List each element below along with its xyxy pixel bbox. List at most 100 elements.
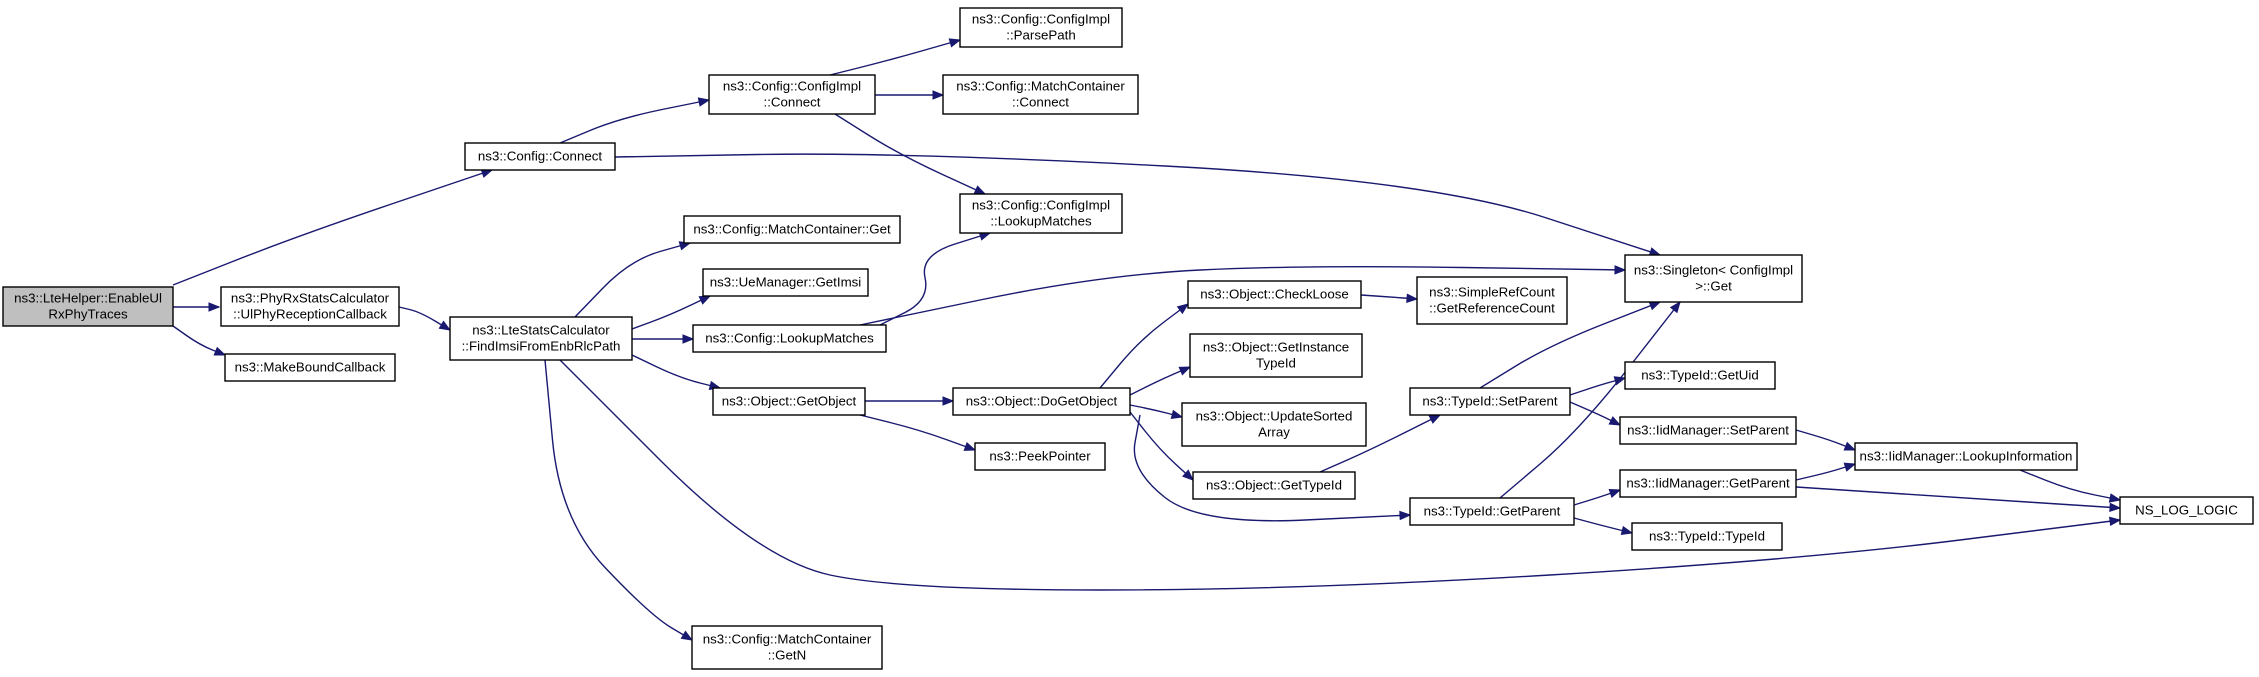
node-n15[interactable]: NS_LOG_LOGIC [2119,496,2254,525]
node-n14[interactable]: ns3::Config::MatchContainer::GetN [691,625,883,670]
node-box[interactable] [959,7,1123,48]
node-box[interactable] [952,387,1131,416]
node-box[interactable] [708,74,876,115]
arrow-head [1428,414,1442,424]
node-label: ns3::Config::MatchContainer [956,79,1125,94]
edge-n16-n21 [1129,411,1194,481]
node-box[interactable] [1409,497,1575,526]
node-n26[interactable]: ns3::IidManager::SetParent [1619,416,1797,445]
edge-n9-n12 [632,334,695,344]
node-n6[interactable]: ns3::Config::ConfigImpl::ParsePath [959,7,1123,48]
node-box[interactable] [1631,522,1783,551]
node-box[interactable] [1854,442,2078,471]
node-n4[interactable]: ns3::Config::ConfigImpl::Connect [708,74,876,115]
edge-n24-n25 [1569,376,1627,396]
node-box[interactable] [1181,402,1367,447]
node-box[interactable] [1187,280,1362,309]
node-box[interactable] [702,268,869,297]
node-box[interactable] [1409,387,1571,416]
arrow-head [1406,293,1419,303]
node-n8[interactable]: ns3::Config::ConfigImpl::LookupMatches [959,193,1123,234]
node-label: RxPhyTraces [48,307,128,322]
node-box[interactable] [2,286,174,327]
node-n3[interactable]: ns3::MakeBoundCallback [224,353,396,382]
node-n27[interactable]: ns3::IidManager::GetParent [1619,469,1797,498]
node-n13[interactable]: ns3::Object::GetObject [712,387,866,416]
arrow-head [1608,416,1622,426]
node-n5[interactable]: ns3::Singleton< ConfigImpl >::Get [1624,254,1803,303]
edge-line [834,113,986,195]
arrow-head [680,630,694,641]
node-n22[interactable]: ns3::TypeId::GetParent [1409,497,1575,526]
node-n10[interactable]: ns3::Config::MatchContainer::Get [683,215,901,244]
node-box[interactable] [974,442,1106,471]
node-box[interactable] [220,286,400,327]
node-box[interactable] [712,387,866,416]
node-n18[interactable]: ns3::Object::CheckLoose [1187,280,1362,309]
edge-line [172,169,493,286]
arrow-head [208,302,221,312]
node-box[interactable] [224,353,396,382]
edge-n16-n22 [1133,414,1412,522]
node-box[interactable] [2119,496,2254,525]
node-label: ns3::Config::ConfigImpl [972,12,1110,27]
edge-line [1795,486,2121,509]
arrow-head [1608,488,1622,498]
edge-line [2019,469,2121,501]
node-box[interactable] [959,193,1123,234]
node-n25[interactable]: ns3::TypeId::GetUid [1624,361,1776,390]
node-box[interactable] [1619,416,1797,445]
node-label: ns3::Object::CheckLoose [1200,287,1349,302]
node-label: ns3::Object::DoGetObject [966,394,1118,409]
edge-n9-n13 [631,354,722,391]
node-n16[interactable]: ns3::Object::DoGetObject [952,387,1131,416]
node-n21[interactable]: ns3::Object::GetTypeId [1192,471,1356,500]
node-layer: ns3::LteHelper::EnableUlRxPhyTracesns3::… [2,7,2254,670]
node-label: ns3::UeManager::GetImsi [710,275,862,290]
node-n1[interactable]: ns3::Config::Connect [464,142,616,171]
arrow-head [698,295,712,305]
edge-n4-n6 [829,38,962,76]
node-n2[interactable]: ns3::PhyRxStatsCalculator::UlPhyReceptio… [220,286,400,327]
node-n24[interactable]: ns3::TypeId::SetParent [1409,387,1571,416]
edge-n26-n29 [1795,429,1857,451]
node-box[interactable] [1624,361,1776,390]
node-n9[interactable]: ns3::LteStatsCalculator::FindImsiFromEnb… [449,316,633,361]
node-n17[interactable]: ns3::PeekPointer [974,442,1106,471]
edge-n12-n8 [879,231,992,326]
node-label: ns3::TypeId::GetParent [1424,504,1561,519]
node-box[interactable] [1619,469,1797,498]
node-label: ns3::TypeId::GetUid [1641,368,1759,383]
node-box[interactable] [942,74,1139,115]
arrow-head [682,334,695,344]
edge-line [829,39,961,76]
node-n7[interactable]: ns3::Config::MatchContainer::Connect [942,74,1139,115]
node-box[interactable] [683,215,901,244]
node-n28[interactable]: ns3::TypeId::TypeId [1631,522,1783,551]
arrow-head [697,97,711,107]
arrow-head [1178,366,1192,376]
edge-n29-n15 [2019,469,2122,503]
node-box[interactable] [692,324,887,353]
node-box[interactable] [1189,333,1363,378]
node-box[interactable] [464,142,616,171]
edge-n22-n27 [1573,488,1622,506]
node-box[interactable] [1416,276,1568,325]
edge-n24-n5 [1479,301,1662,389]
node-n12[interactable]: ns3::Config::LookupMatches [692,324,887,353]
edge-line [1499,301,1681,499]
node-label: ns3::Config::LookupMatches [705,331,874,346]
node-n29[interactable]: ns3::IidManager::LookupInformation [1854,442,2078,471]
edge-line [859,265,1626,326]
node-box[interactable] [449,316,633,361]
node-box[interactable] [1624,254,1803,303]
node-n11[interactable]: ns3::UeManager::GetImsi [702,268,869,297]
edge-n16-n19 [1129,366,1192,396]
node-n23[interactable]: ns3::SimpleRefCount::GetReferenceCount [1416,276,1568,325]
node-box[interactable] [1192,471,1356,500]
node-box[interactable] [691,625,883,670]
